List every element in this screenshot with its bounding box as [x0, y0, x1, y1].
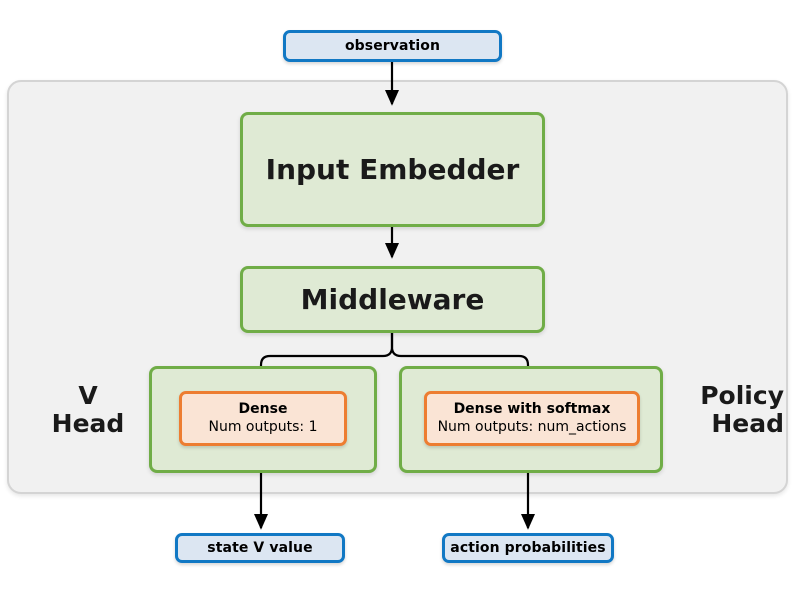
policy-head-caption: Policy Head	[700, 381, 784, 438]
v-head-dense-title: Dense	[238, 401, 288, 418]
v-head-dense-layer[interactable]: Dense Num outputs: 1	[179, 391, 347, 446]
action-probabilities-box[interactable]: action probabilities	[442, 533, 614, 563]
middleware-label: Middleware	[300, 283, 485, 316]
action-probabilities-label: action probabilities	[450, 540, 606, 556]
v-head-caption: V Head	[51, 381, 125, 438]
input-embedder-label: Input Embedder	[265, 153, 520, 186]
observation-label: observation	[344, 38, 441, 54]
input-embedder-box[interactable]: Input Embedder	[240, 112, 545, 227]
policy-head-dense-title: Dense with softmax	[453, 401, 611, 418]
policy-head-dense-layer[interactable]: Dense with softmax Num outputs: num_acti…	[424, 391, 640, 446]
policy-head-group[interactable]: Dense with softmax Num outputs: num_acti…	[399, 366, 663, 473]
state-v-value-box[interactable]: state V value	[175, 533, 345, 563]
v-head-dense-subtitle: Num outputs: 1	[208, 418, 318, 435]
observation-box[interactable]: observation	[283, 30, 502, 62]
middleware-box[interactable]: Middleware	[240, 266, 545, 333]
state-v-value-label: state V value	[207, 540, 313, 556]
policy-head-dense-subtitle: Num outputs: num_actions	[437, 418, 627, 435]
v-head-group[interactable]: Dense Num outputs: 1	[149, 366, 377, 473]
